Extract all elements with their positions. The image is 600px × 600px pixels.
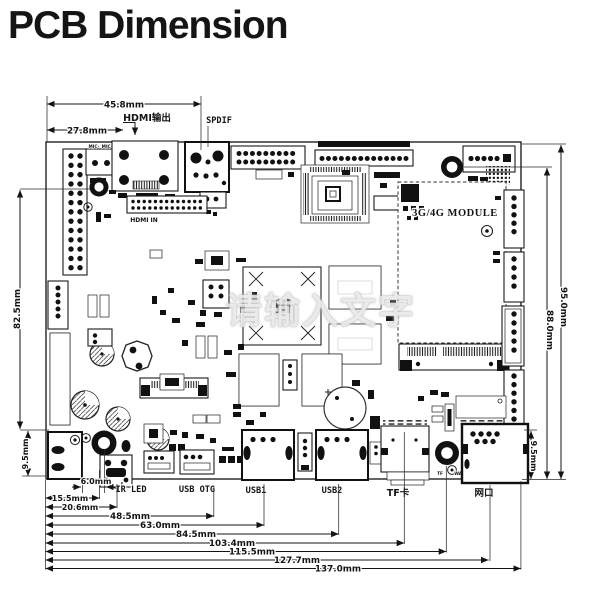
tf-led-label: TF	[437, 471, 443, 477]
dim-137-0: 137.0mm	[315, 565, 361, 575]
component-usb2	[315, 429, 369, 481]
component-hdmi-out-connector	[111, 140, 179, 197]
component-top-right	[441, 145, 516, 185]
component-small-ics	[87, 250, 230, 444]
mount-hole-bottomright: TF WAN	[435, 441, 467, 478]
component-left-headers	[47, 148, 88, 426]
dim-6-0: 6.0mm	[81, 477, 112, 486]
component-qfp-chip	[300, 164, 401, 224]
component-usb-otg	[143, 447, 244, 475]
spdif-label: SPDIF	[206, 116, 232, 126]
dim-15-5: 15.5mm	[52, 494, 88, 503]
mic-pos-label: MIC+	[102, 144, 115, 150]
dimension-annotations: 45.8mm 27.8mm 82.5mm 9.5mm 95.0mm 88.0mm…	[12, 96, 569, 576]
component-lan-magnetics	[431, 395, 507, 432]
dim-88-0: 88.0mm	[544, 310, 554, 350]
component-passives	[149, 249, 449, 465]
dim-103-4: 103.4mm	[209, 539, 255, 549]
page-title: PCB Dimension	[8, 4, 289, 47]
dim-9-5-right: 9.5mm	[529, 441, 538, 472]
dim-20-6: 20.6mm	[62, 503, 98, 512]
wan-led-label: WAN	[454, 471, 466, 477]
component-3g4g-module: 3G/4G MODULE	[397, 181, 507, 344]
module-label: 3G/4G MODULE	[412, 208, 498, 219]
component-bga-chip	[242, 266, 322, 346]
usb1-label: USB1	[246, 486, 267, 496]
component-ddr-chips	[238, 265, 382, 407]
component-tf-slot	[380, 419, 430, 486]
tf-card-label: TF卡	[387, 487, 410, 499]
ir-led-label: IR LED	[115, 485, 146, 495]
dim-45-8: 45.8mm	[104, 101, 144, 111]
dim-82-5: 82.5mm	[13, 289, 23, 329]
dim-95-0: 95.0mm	[558, 287, 568, 327]
component-usb-strip	[297, 432, 313, 472]
component-top-headers	[230, 141, 414, 180]
component-usb1	[241, 429, 295, 481]
component-minipcie-socket	[398, 343, 510, 371]
mount-hole-topleft	[83, 177, 127, 222]
dim-115-5: 115.5mm	[229, 548, 275, 558]
dim-63-0: 63.0mm	[140, 521, 180, 531]
mount-hole-bottomleft	[81, 430, 131, 456]
component-ethernet-port	[460, 422, 530, 485]
usb-otg-label: USB OTG	[179, 485, 215, 495]
lan-port-label: 网口	[474, 488, 493, 499]
hdmi-out-label: HDMI输出	[123, 112, 171, 124]
dim-127-7: 127.7mm	[274, 556, 320, 566]
dim-9-5-left: 9.5mm	[21, 439, 30, 470]
dim-27-8: 27.8mm	[67, 127, 107, 137]
connector-labels: IR LED USB OTG USB1 USB2 TF卡 网口 HDMI输出 S…	[114, 111, 495, 501]
usb2-label: USB2	[322, 486, 343, 496]
component-hdmi-in-header: HDMI IN	[126, 195, 208, 225]
component-power-jack	[47, 431, 83, 480]
dim-84-5: 84.5mm	[176, 530, 216, 540]
mic-neg-label: MIC-	[89, 144, 100, 150]
dim-48-5: 48.5mm	[110, 512, 150, 522]
hdmi-in-label: HDMI IN	[130, 217, 158, 224]
component-capacitors	[70, 340, 380, 451]
